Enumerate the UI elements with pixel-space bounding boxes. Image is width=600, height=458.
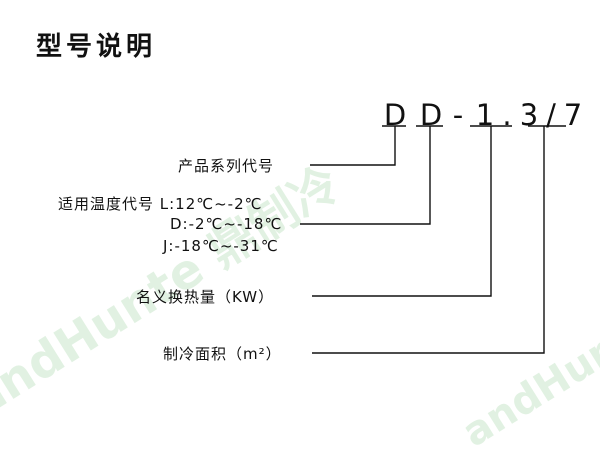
model-char-7: 7	[563, 98, 583, 132]
connector-temp	[300, 126, 431, 225]
model-char-temp: D	[419, 98, 443, 132]
connector-lines	[300, 125, 566, 354]
model-char-dash: -	[452, 98, 464, 132]
label-cooling-area: 制冷面积（m²）	[163, 345, 282, 363]
label-temp-j: J:-18℃~-31℃	[163, 237, 279, 255]
model-char-slash: /	[546, 98, 556, 132]
label-temp-code: 适用温度代号 L:12℃~-2℃	[58, 195, 263, 213]
model-char-1: 1	[475, 98, 495, 132]
connector-capacity	[312, 126, 492, 297]
connector-area	[312, 126, 545, 354]
model-char-3: 3	[519, 98, 539, 132]
label-product-series: 产品系列代号	[178, 157, 275, 175]
label-heat-exchange: 名义换热量（KW）	[136, 288, 275, 306]
connector-series	[310, 126, 396, 166]
page-title: 型号说明	[36, 32, 157, 62]
label-temp-d: D:-2℃~-18℃	[170, 215, 283, 233]
model-char-series: D	[383, 98, 407, 132]
model-char-dot: .	[502, 98, 512, 132]
